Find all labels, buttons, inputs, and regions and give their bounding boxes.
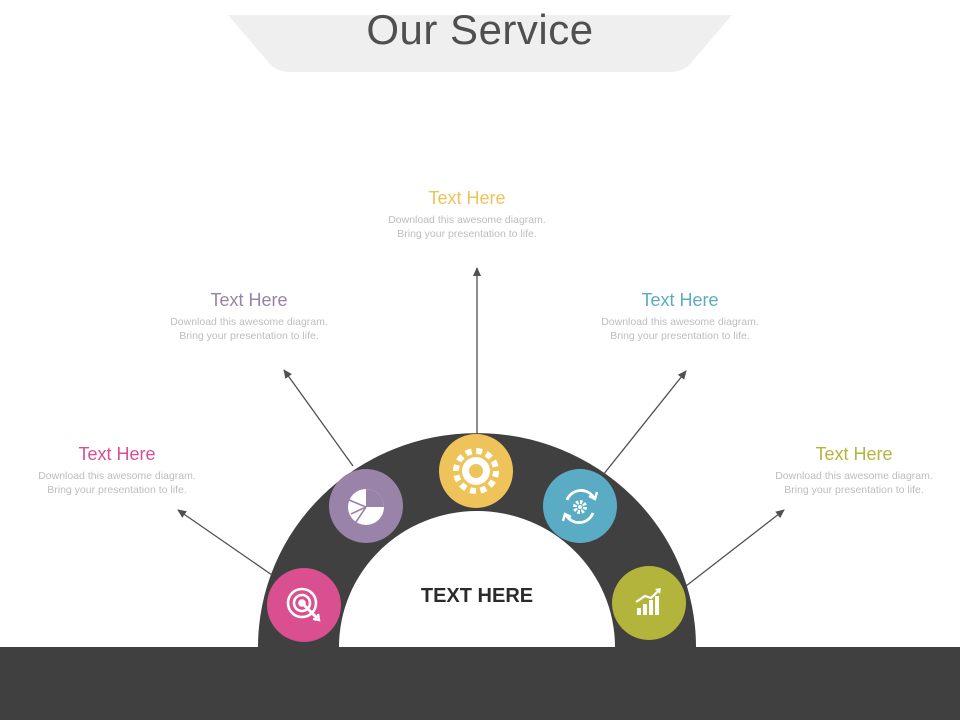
label-block-4: Text Here Download this awesome diagram.… — [570, 290, 790, 343]
label-block-2: Text Here Download this awesome diagram.… — [139, 290, 359, 343]
label-heading: Text Here — [815, 444, 893, 464]
refresh-gear-icon — [561, 489, 599, 524]
service-node-5 — [612, 566, 686, 640]
growth-chart-icon — [635, 588, 661, 615]
center-label: TEXT HERE — [420, 585, 534, 607]
label-heading: Text Here — [641, 290, 719, 310]
service-node-3 — [439, 434, 513, 508]
label-heading: Text Here — [78, 444, 156, 464]
label-heading: Text Here — [428, 188, 506, 208]
label-description: Bring your presentation to life. — [784, 484, 924, 496]
connector-arrow — [177, 509, 273, 576]
footer-bar — [0, 647, 960, 720]
service-node-1 — [267, 568, 341, 642]
connector-arrow — [685, 509, 785, 587]
label-description: Bring your presentation to life. — [397, 228, 537, 240]
label-description: Download this awesome diagram. — [38, 470, 196, 482]
title-tab — [228, 15, 732, 72]
service-node-4 — [543, 469, 617, 543]
target-icon — [286, 587, 321, 622]
label-block-3: Text Here Download this awesome diagram.… — [357, 188, 577, 241]
label-description: Download this awesome diagram. — [601, 316, 759, 328]
connector-arrow — [602, 370, 687, 476]
gear-icon — [453, 448, 499, 494]
connector-arrow — [283, 369, 354, 467]
label-heading: Text Here — [210, 290, 288, 310]
page-title: Our Service — [366, 6, 594, 53]
label-block-1: Text Here Download this awesome diagram.… — [7, 444, 227, 497]
label-description: Download this awesome diagram. — [388, 214, 546, 226]
label-description: Bring your presentation to life. — [610, 330, 750, 342]
label-description: Bring your presentation to life. — [179, 330, 319, 342]
label-block-5: Text Here Download this awesome diagram.… — [744, 444, 960, 497]
service-node-2 — [329, 469, 403, 543]
label-description: Download this awesome diagram. — [170, 316, 328, 328]
label-description: Bring your presentation to life. — [47, 484, 187, 496]
pie-chart-icon — [348, 489, 384, 525]
label-description: Download this awesome diagram. — [775, 470, 933, 482]
